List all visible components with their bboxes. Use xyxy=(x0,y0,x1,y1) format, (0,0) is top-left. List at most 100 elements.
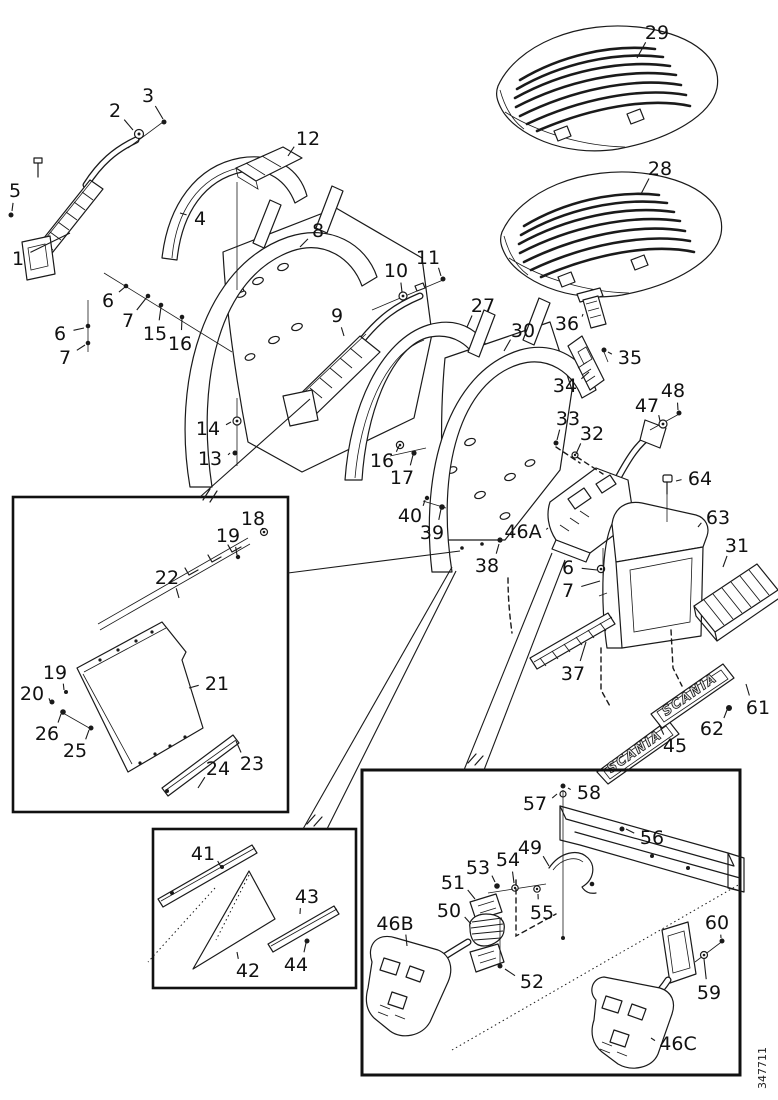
leader-line-46A xyxy=(545,527,549,530)
leader-line-30 xyxy=(503,339,511,352)
leader-line-22 xyxy=(175,588,180,599)
part-callout-19: 19 xyxy=(43,662,67,684)
leader-line-40 xyxy=(422,499,426,506)
leader-line-16 xyxy=(180,317,183,331)
leader-line-27 xyxy=(466,315,473,328)
part-callout-6: 6 xyxy=(54,323,66,345)
leader-line-28 xyxy=(640,178,650,195)
part-callout-33: 33 xyxy=(556,408,580,430)
leader-line-6 xyxy=(118,286,126,293)
leader-line-20 xyxy=(48,698,51,702)
leader-line-26 xyxy=(57,713,62,723)
leader-line-56 xyxy=(625,828,635,834)
leader-line-29 xyxy=(636,42,647,59)
part-callout-16: 16 xyxy=(168,333,192,355)
leader-line-10 xyxy=(400,282,403,293)
detail-inset-mudflap xyxy=(11,398,461,814)
leader-line-51 xyxy=(467,889,476,900)
part-callout-7: 7 xyxy=(122,310,134,332)
part-callout-8: 8 xyxy=(312,220,324,242)
leader-line-34 xyxy=(580,371,590,380)
part-callout-47: 47 xyxy=(635,395,659,417)
leader-line-41 xyxy=(217,860,222,868)
leader-line-59 xyxy=(703,958,707,980)
part-callout-62: 62 xyxy=(700,718,724,740)
leader-line-58 xyxy=(567,787,572,791)
part-callout-14: 14 xyxy=(196,418,220,440)
leader-line-50 xyxy=(464,916,472,925)
leader-line-46B xyxy=(405,934,408,947)
part-4-inner-liner xyxy=(161,156,308,261)
leader-line-6 xyxy=(581,567,598,571)
part-callout-45: 45 xyxy=(663,735,687,757)
leader-line-21 xyxy=(188,684,199,689)
leader-line-13 xyxy=(227,452,231,456)
leader-line-2 xyxy=(123,119,134,131)
leader-line-16 xyxy=(395,445,400,452)
part-callout-17: 17 xyxy=(390,467,414,489)
leader-line-23 xyxy=(235,740,242,753)
part-callout-40: 40 xyxy=(398,505,422,527)
leader-line-39 xyxy=(438,508,442,521)
part-30-mudguard xyxy=(389,297,597,573)
part-callout-1: 1 xyxy=(12,248,24,270)
leader-line-17 xyxy=(409,454,414,466)
part-callout-46B: 46B xyxy=(376,913,413,935)
leader-line-36 xyxy=(581,313,584,317)
detail-box-front-flap xyxy=(151,827,358,990)
part-callout-11: 11 xyxy=(416,247,440,269)
part-callout-35: 35 xyxy=(618,347,642,369)
leader-line-37 xyxy=(579,641,587,662)
leader-line-24 xyxy=(197,776,206,789)
leader-line-8 xyxy=(299,238,309,248)
part-callout-10: 10 xyxy=(384,260,408,282)
part-callout-48: 48 xyxy=(661,380,685,402)
leader-line-7 xyxy=(136,296,148,311)
leader-line-5 xyxy=(11,202,14,212)
part-callout-64: 64 xyxy=(688,468,712,490)
part-callout-24: 24 xyxy=(206,758,230,780)
part-callout-63: 63 xyxy=(706,507,730,529)
part-callout-32: 32 xyxy=(580,423,604,445)
part-callout-7: 7 xyxy=(562,580,574,602)
leader-line-18 xyxy=(261,527,264,531)
part-callout-4: 4 xyxy=(194,208,206,230)
part-1-bracket-strip-assembly xyxy=(8,119,167,281)
part-callout-29: 29 xyxy=(645,22,669,44)
part-callout-44: 44 xyxy=(284,954,308,976)
leader-line-31 xyxy=(722,555,728,568)
part-callout-41: 41 xyxy=(191,843,215,865)
part-callout-38: 38 xyxy=(475,555,499,577)
leader-line-9 xyxy=(340,327,345,337)
leader-line-33 xyxy=(556,429,561,441)
part-callout-57: 57 xyxy=(523,793,547,815)
part-callout-54: 54 xyxy=(496,849,520,871)
leader-line-49 xyxy=(542,855,550,867)
part-callout-2: 2 xyxy=(109,100,121,122)
part-callout-6: 6 xyxy=(562,557,574,579)
part-callout-61: 61 xyxy=(746,697,770,719)
part-callout-16: 16 xyxy=(370,450,394,472)
part-callout-36: 36 xyxy=(555,313,579,335)
detail-box-bracket xyxy=(360,768,742,1077)
part-callout-31: 31 xyxy=(725,535,749,557)
part-callout-20: 20 xyxy=(20,683,44,705)
part-callout-25: 25 xyxy=(63,740,87,762)
part-29-ribbed-cover xyxy=(496,25,719,152)
leader-line-7 xyxy=(581,580,601,588)
leader-line-42 xyxy=(236,951,239,960)
part-callout-3: 3 xyxy=(142,85,154,107)
leader-line-15 xyxy=(158,306,162,321)
scania-badge-61-text: SCANIA xyxy=(660,671,721,720)
part-callout-60: 60 xyxy=(705,912,729,934)
part-callout-5: 5 xyxy=(9,180,21,202)
leader-line-63 xyxy=(697,522,702,528)
leader-line-7 xyxy=(76,344,86,351)
part-37-strip xyxy=(529,612,616,670)
part-callout-30: 30 xyxy=(511,320,535,342)
part-callout-21: 21 xyxy=(205,673,229,695)
part-callout-58: 58 xyxy=(577,782,601,804)
part-28-ribbed-cover xyxy=(499,170,723,299)
